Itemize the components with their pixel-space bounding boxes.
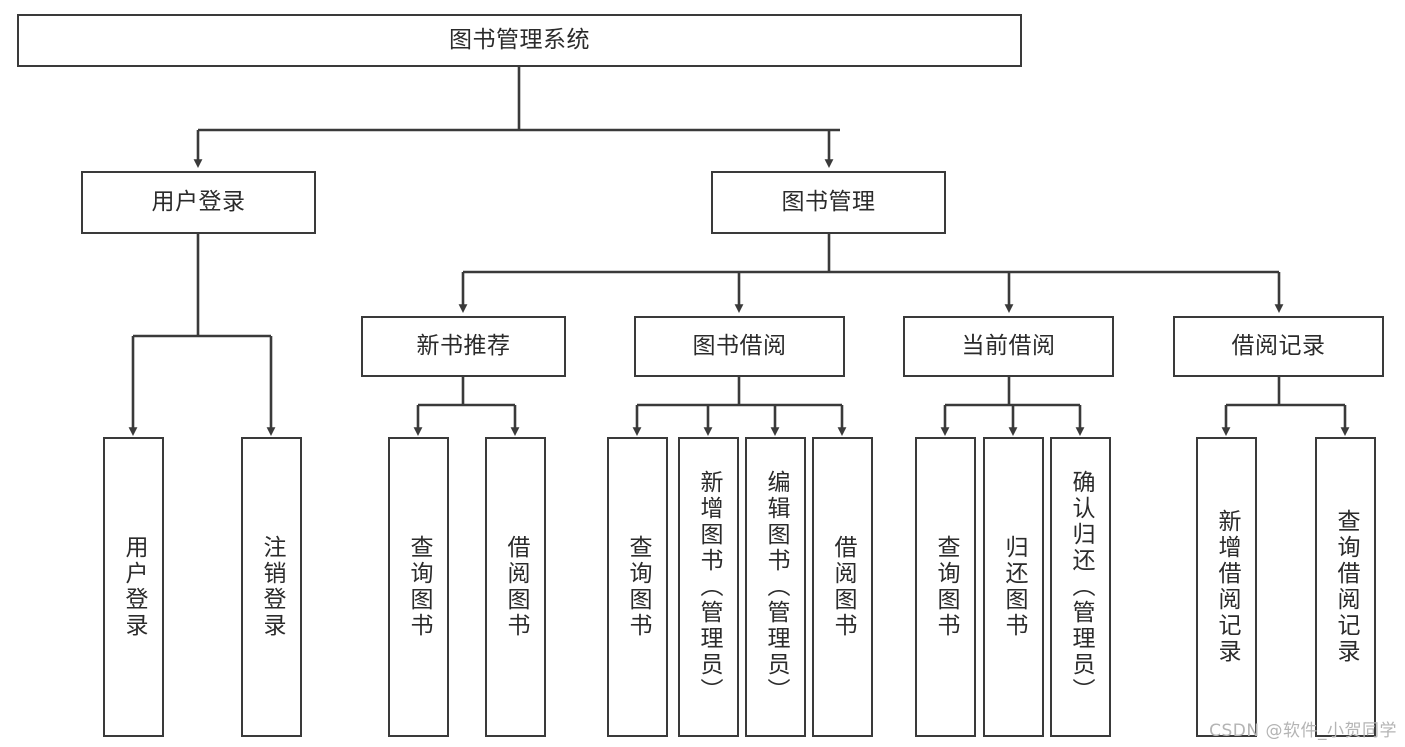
node-label: 当前借阅: [961, 332, 1056, 359]
node-label: 新增借阅记录: [1214, 509, 1240, 665]
watermark-text: CSDN @软件_小贺同学: [1209, 721, 1397, 741]
node-label: 用户登录: [121, 535, 147, 639]
node-leaf-edit-book-admin[interactable]: 编辑图书（管理员）: [745, 437, 806, 737]
node-leaf-add-borrow-record[interactable]: 新增借阅记录: [1196, 437, 1257, 737]
edges-new-book-to-leaves: [413, 377, 520, 437]
node-label: 用户登录: [151, 188, 246, 215]
node-leaf-query-book-new[interactable]: 查询图书: [388, 437, 449, 737]
node-borrow-record[interactable]: 借阅记录: [1173, 316, 1384, 377]
edges-root-to-level1: [193, 67, 840, 169]
node-leaf-return-book[interactable]: 归还图书: [983, 437, 1044, 737]
node-label: 归还图书: [1001, 535, 1027, 639]
node-label: 图书管理: [781, 188, 876, 215]
node-label: 编辑图书（管理员）: [763, 470, 789, 704]
node-label: 查询借阅记录: [1333, 509, 1359, 665]
node-root-book-management-system[interactable]: 图书管理系统: [17, 14, 1022, 67]
node-label: 确认归还（管理员）: [1068, 470, 1094, 704]
node-leaf-query-borrow-record[interactable]: 查询借阅记录: [1315, 437, 1376, 737]
node-new-book-recommend[interactable]: 新书推荐: [361, 316, 566, 377]
edges-borrow-record-to-leaves: [1221, 377, 1350, 437]
node-leaf-add-book-admin[interactable]: 新增图书（管理员）: [678, 437, 739, 737]
node-label: 新书推荐: [416, 332, 511, 359]
node-label: 图书借阅: [692, 332, 787, 359]
edges-book-mgmt-to-level2: [458, 234, 1284, 314]
node-leaf-logout[interactable]: 注销登录: [241, 437, 302, 737]
edges-book-borrow-to-leaves: [632, 377, 847, 437]
node-book-management[interactable]: 图书管理: [711, 171, 946, 234]
node-label: 注销登录: [259, 535, 285, 639]
node-label: 借阅图书: [503, 535, 529, 639]
edges-current-borrow-to-leaves: [940, 377, 1085, 437]
node-label: 新增图书（管理员）: [696, 470, 722, 704]
node-label: 借阅图书: [830, 535, 856, 639]
node-label: 查询图书: [933, 535, 959, 639]
node-leaf-borrow-book[interactable]: 借阅图书: [812, 437, 873, 737]
node-book-borrow[interactable]: 图书借阅: [634, 316, 845, 377]
node-current-borrow[interactable]: 当前借阅: [903, 316, 1114, 377]
node-user-login[interactable]: 用户登录: [81, 171, 316, 234]
node-leaf-query-book-current[interactable]: 查询图书: [915, 437, 976, 737]
node-leaf-confirm-return-admin[interactable]: 确认归还（管理员）: [1050, 437, 1111, 737]
node-leaf-borrow-book-new[interactable]: 借阅图书: [485, 437, 546, 737]
node-leaf-user-login[interactable]: 用户登录: [103, 437, 164, 737]
node-label: 查询图书: [406, 535, 432, 639]
node-leaf-query-book-borrow[interactable]: 查询图书: [607, 437, 668, 737]
node-label: 图书管理系统: [449, 26, 590, 53]
edges-user-login-to-leaves: [128, 234, 276, 437]
node-label: 查询图书: [625, 535, 651, 639]
node-label: 借阅记录: [1231, 332, 1326, 359]
